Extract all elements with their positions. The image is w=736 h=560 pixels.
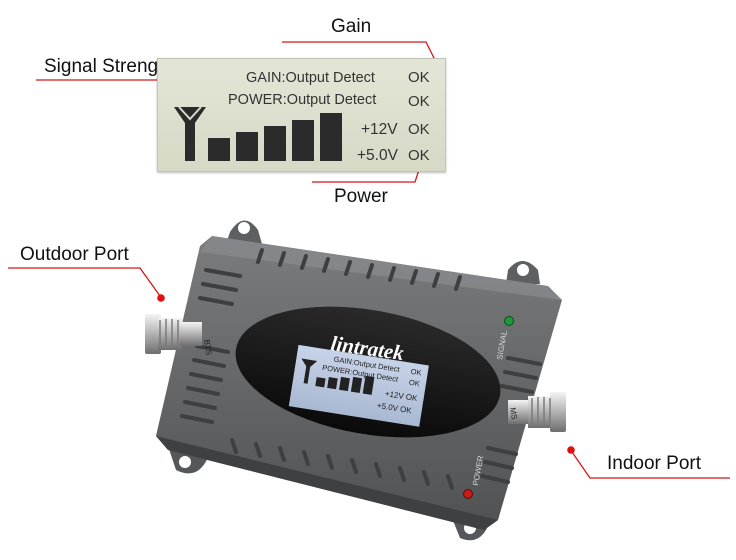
- mounting-ear-top-right: [506, 261, 540, 284]
- lcd-power-line: POWER:Output Detect: [228, 92, 377, 108]
- lcd-power-ok: OK: [408, 93, 430, 110]
- signal-bar-2: [236, 132, 258, 161]
- device-lcd-antenna-icon: [301, 358, 318, 384]
- signal-strength-callout-label: Signal Strength: [44, 56, 174, 77]
- signal-bar-3: [264, 126, 286, 161]
- lcd-5v-label: +5.0V: [357, 147, 398, 164]
- indoor-port-connector: MS: [508, 392, 566, 432]
- cooling-fins-left: [180, 268, 242, 424]
- signal-bar-5: [320, 113, 342, 161]
- lcd-gain-ok: OK: [408, 69, 430, 86]
- device-lcd-bar-1: [315, 377, 326, 388]
- lcd-gain-line: GAIN:Output Detect: [246, 70, 375, 86]
- indoor-port-callout-label: Indoor Port: [607, 453, 701, 474]
- mounting-ear-top-left: [226, 220, 262, 244]
- lcd-12v-label: +12V: [361, 121, 398, 138]
- outdoor-port-connector: BTS: [145, 314, 214, 356]
- device-lcd-gain-ok: OK: [410, 367, 422, 378]
- signal-led: [504, 316, 514, 326]
- cooling-fins-top: [256, 248, 462, 291]
- device-lcd-screen: GAIN:Output Detect OK POWER:Output Detec…: [288, 344, 429, 427]
- indoor-port-leader-line: [571, 451, 730, 479]
- lcd-5v-ok: OK: [408, 147, 430, 164]
- lcd-12v-ok: OK: [408, 121, 430, 138]
- device-lcd-bar-3: [338, 376, 350, 392]
- lcd-closeup-panel: GAIN:Output Detect OK POWER:Output Detec…: [157, 58, 446, 172]
- outdoor-port-label: BTS: [202, 339, 214, 356]
- antenna-icon: [174, 106, 206, 161]
- power-callout-label: Power: [334, 186, 388, 207]
- device-lcd-bar-5: [362, 375, 375, 395]
- indoor-port-leader-dot: [567, 446, 575, 454]
- power-led: [463, 489, 473, 499]
- outdoor-port-leader-dot: [157, 294, 165, 302]
- cooling-fins-right: [480, 356, 542, 484]
- device-lcd-bar-4: [350, 376, 363, 394]
- device-lcd-bar-2: [327, 377, 338, 390]
- gain-callout-label: Gain: [331, 16, 372, 37]
- cooling-fins-bottom: [230, 438, 454, 490]
- outdoor-port-leader-line: [8, 267, 161, 297]
- device-lcd-power-ok: OK: [408, 378, 420, 389]
- indoor-port-label: MS: [508, 407, 519, 420]
- signal-bar-1: [208, 138, 230, 161]
- outdoor-port-callout-label: Outdoor Port: [20, 244, 129, 265]
- signal-bar-4: [292, 120, 314, 161]
